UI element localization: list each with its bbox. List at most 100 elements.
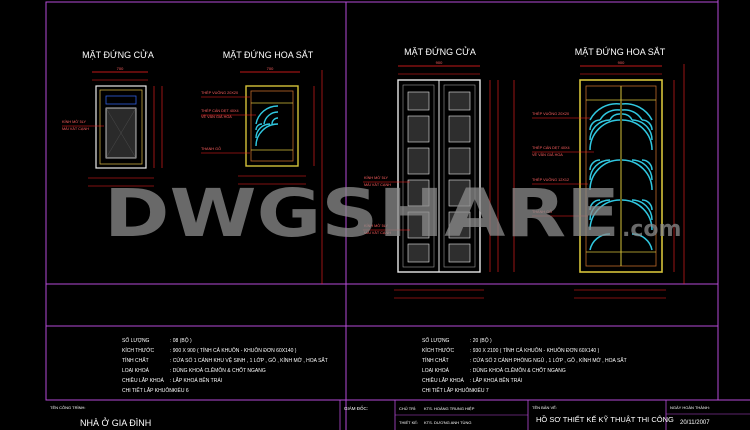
right-door-leaf-right xyxy=(443,84,476,268)
left-grille-scroll-1 xyxy=(255,123,279,147)
scroll-arc xyxy=(589,233,653,251)
sheet-frames xyxy=(45,0,750,430)
right-grille-callout-4: THÉP VUÔNG 12X12 xyxy=(532,177,569,182)
left-grille-callout-3: VỀ VÂN GIẢ HOA xyxy=(201,114,232,119)
glass-pane xyxy=(407,179,430,207)
left-spec-label-1: KÍCH THƯỚC xyxy=(122,347,154,354)
right-spec-value-1: : 930 X 2100 ( TÍNH CẢ KHUÔN - KHUÔN ĐƠN… xyxy=(470,347,600,354)
glass-pane xyxy=(448,211,471,239)
chief-label: CHỦ TRÌ: xyxy=(399,406,416,411)
left-spec-value-0: : 08 (BỘ ) xyxy=(170,337,192,344)
left-door-callout-1: KÍNH MỜ 5LY xyxy=(62,119,87,124)
scroll-arc xyxy=(621,199,653,231)
right-spec-block: SỐ LƯỢNG : 20 (BỘ ) KÍCH THƯỚC : 930 X 2… xyxy=(422,337,627,394)
left-spec-value-3: : DÙNG KHOÁ CLÊMÔN & CHỐT NGANG xyxy=(170,366,266,374)
left-grille-elevation: 700 THÉP VUÔNG 20X20 THÉP CÁN DẸT 40X4 V… xyxy=(201,66,323,284)
left-spec-value-4: : LẮP KHOÁ BÊN TRÁI xyxy=(170,376,222,384)
glass-pane xyxy=(407,211,430,239)
right-grille-scrollwork xyxy=(589,103,653,251)
left-door-dim-text: 700 xyxy=(117,66,124,71)
left-spec-block: SỐ LƯỢNG : 08 (BỘ ) KÍCH THƯỚC : 900 X 9… xyxy=(122,337,328,394)
watermark-suffix: .com xyxy=(622,217,681,242)
watermark-text: DWGSHARE xyxy=(104,175,620,252)
left-door-frame xyxy=(95,85,147,169)
right-grille-dim-text: 900 xyxy=(618,60,625,65)
right-grille-title: MẶT ĐỨNG HOA SẮT xyxy=(575,47,666,57)
right-door-callout-4: MÀI VÁT CẠNH xyxy=(364,231,391,235)
scroll-arc xyxy=(589,199,621,231)
left-door-top-panel xyxy=(105,95,137,105)
left-door-sash xyxy=(99,89,143,165)
right-spec-value-3: : DÙNG KHOÁ CLÊMÔN & CHỐT NGANG xyxy=(470,366,566,374)
right-spec-label-3: LOẠI KHOÁ xyxy=(422,367,450,374)
scroll-arc xyxy=(589,159,621,191)
scroll-arc xyxy=(589,119,621,151)
right-door-callout-3: KÍNH MỜ 5LY xyxy=(364,223,389,228)
glass-hatch xyxy=(105,107,137,159)
right-spec-value-2: : CỬA SỔ 2 CÁNH PHÒNG NGỦ , 1 LỚP , GỖ ,… xyxy=(470,356,627,364)
right-spec-label-1: KÍCH THƯỚC xyxy=(422,347,454,354)
left-spec-label-3: LOẠI KHOÁ xyxy=(122,367,150,374)
glass-pane xyxy=(407,115,430,143)
right-door-dim-text: 900 xyxy=(436,60,443,65)
glass-pane xyxy=(407,243,430,263)
glass-pane xyxy=(407,91,430,111)
left-spec-label-0: SỐ LƯỢNG xyxy=(122,337,150,344)
scroll-arc xyxy=(621,103,653,121)
left-grille-scroll-2 xyxy=(255,105,279,125)
right-spec-label-4: CHIỀU LẮP KHOÁ xyxy=(422,376,465,384)
right-spec-value-0: : 20 (BỘ ) xyxy=(470,337,492,344)
right-spec-label-5: CHI TIẾT LẮP KHUÔN xyxy=(422,386,473,394)
left-grille-callout-2: THÉP CÁN DẸT 40X4 xyxy=(201,108,239,113)
right-grille-callout-5: THANH GỖ xyxy=(532,209,552,214)
left-grille-frame xyxy=(245,85,299,167)
project-label: TÊN CÔNG TRÌNH: xyxy=(50,405,85,410)
left-spec-label-2: TÍNH CHẤT xyxy=(122,357,149,364)
drawing-label: TÊN BẢN VẼ: xyxy=(532,405,557,410)
scroll-arc xyxy=(621,119,653,151)
glass-pane xyxy=(448,115,471,143)
right-door-leaf-left xyxy=(402,84,435,268)
left-grille-dim-text: 700 xyxy=(267,66,274,71)
chief-name: KTS. HOÀNG TRUNG HIỆP xyxy=(424,406,475,411)
project-name: NHÀ Ở GIA ĐÌNH xyxy=(80,417,151,428)
date-label: NGÀY HOÀN THÀNH: xyxy=(670,405,710,410)
glass-pane xyxy=(448,147,471,175)
right-grille-elevation: 900 THÉP VUÔNG 20X20 THÉP CÁN DẸT 40X4 V… xyxy=(532,60,685,299)
scroll-arc xyxy=(589,103,621,121)
glass-pane xyxy=(448,243,471,263)
glass-pane xyxy=(448,91,471,111)
left-grille-title: MẶT ĐỨNG HOA SẮT xyxy=(223,50,314,60)
left-door-callout-2: MÀI VÁT CẠNH xyxy=(62,127,89,131)
right-grille-callout-3: VỀ VÂN GIẢ HOA xyxy=(532,152,563,157)
right-grille-frame xyxy=(579,79,663,273)
left-grille-callout-1: THÉP VUÔNG 20X20 xyxy=(201,90,238,95)
designer-label: THIẾT KẾ: xyxy=(399,420,418,425)
director-label: GIÁM ĐỐC: xyxy=(344,405,368,411)
glass-pane xyxy=(407,147,430,175)
date-value: 20/11/2007 xyxy=(680,420,710,426)
right-door-callout-2: MÀI VÁT CẠNH xyxy=(364,183,391,187)
right-door-callout-1: KÍNH MỜ 5LY xyxy=(364,175,389,180)
right-spec-value-4: : LẮP KHOÁ BÊN TRÁI xyxy=(470,376,522,384)
drawing-name: HỒ SƠ THIẾT KẾ KỸ THUẬT THI CÔNG xyxy=(536,414,674,424)
left-grille-callout-4: THANH GỖ xyxy=(201,146,221,151)
left-spec-label-5: CHI TIẾT LẮP KHUÔN xyxy=(122,386,173,394)
right-spec-label-2: TÍNH CHẤT xyxy=(422,357,449,364)
left-spec-value-1: : 900 X 900 ( TÍNH CẢ KHUÔN - KHUÔN ĐƠN … xyxy=(170,347,297,354)
glass-pane xyxy=(448,179,471,207)
left-spec-label-4: CHIỀU LẮP KHOÁ xyxy=(122,376,165,384)
left-grille-inner xyxy=(250,90,294,162)
left-door-title: MẶT ĐỨNG CỬA xyxy=(82,49,154,60)
right-grille-callout-2: THÉP CÁN DẸT 40X4 xyxy=(532,145,570,150)
title-block: TÊN CÔNG TRÌNH: NHÀ Ở GIA ĐÌNH GIÁM ĐỐC:… xyxy=(50,400,750,430)
right-door-elevation: 900 KÍNH MỜ 5LY MÀI VÁT CẠNH KÍNH MỜ 5LY… xyxy=(363,60,515,299)
right-grille-callout-1: THÉP VUÔNG 20X20 xyxy=(532,111,569,116)
left-spec-value-5: : KIỂU 6 xyxy=(170,387,189,394)
left-door-elevation: 700 KÍNH MỜ 5LY MÀI VÁT CẠNH xyxy=(62,66,163,187)
right-spec-label-0: SỐ LƯỢNG xyxy=(422,337,450,344)
left-spec-value-2: : CỬA SỔ 1 CÁNH KHU VỆ SINH , 1 LỚP , GỖ… xyxy=(170,356,328,364)
designer-name: KTS. DƯƠNG ANH TÙNG xyxy=(424,420,471,425)
right-door-title: MẶT ĐỨNG CỬA xyxy=(404,46,476,57)
right-door-glass-panels xyxy=(407,91,471,263)
